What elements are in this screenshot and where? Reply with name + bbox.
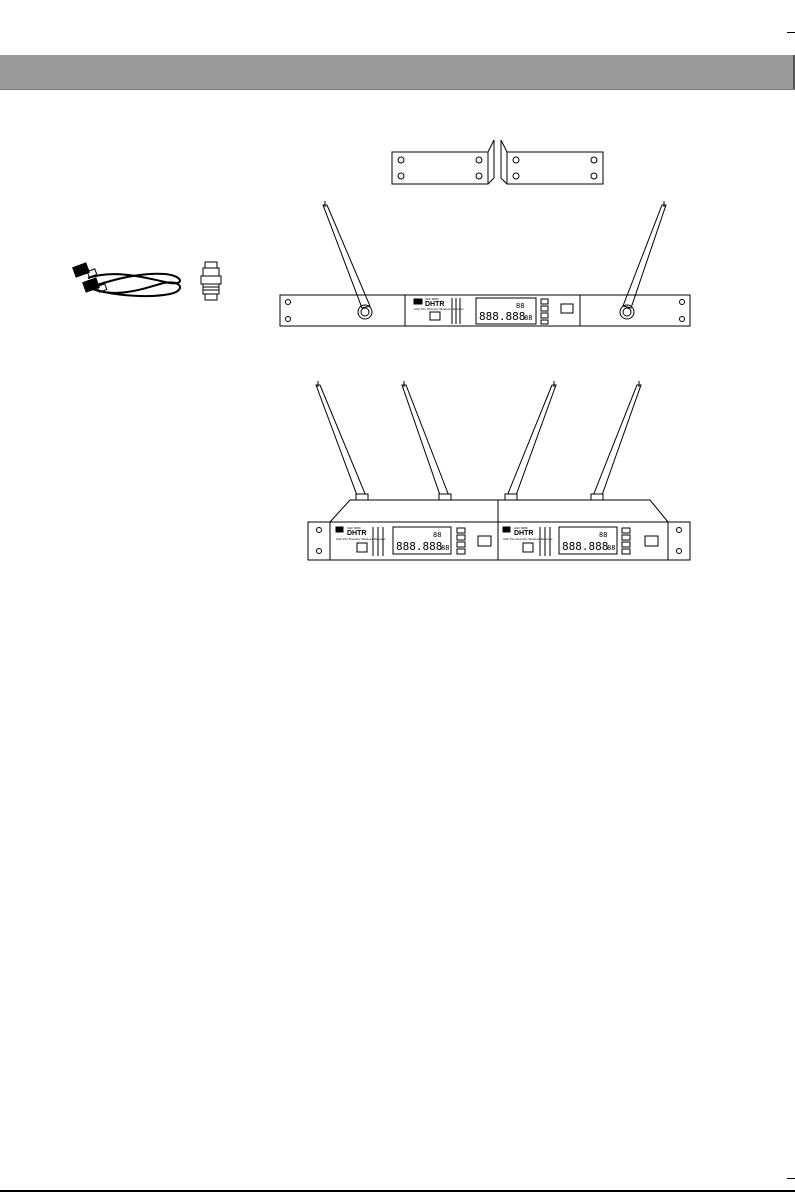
receiver-model: UHF 8080 xyxy=(514,526,528,530)
frequency-readout: 888.888 xyxy=(479,310,525,323)
bnc-adapter-icon xyxy=(201,262,221,300)
receiver-brand: DHTR xyxy=(514,530,533,537)
group-readout: 88 xyxy=(607,544,615,552)
receiver-model: UHF 8080 xyxy=(347,526,361,530)
antenna-icon xyxy=(505,381,556,500)
channel-readout: 88 xyxy=(516,302,524,310)
xlr-cable-icon xyxy=(73,263,180,296)
receiver-model: UHF 8080 xyxy=(425,297,439,301)
dual-receiver: DHTR UHF 8080 UHF PLL Diversity Wireless… xyxy=(308,381,690,560)
channel-readout: 88 xyxy=(433,531,441,539)
channel-readout: 88 xyxy=(599,531,607,539)
antenna-icon xyxy=(323,201,372,319)
frequency-readout: 888.888 xyxy=(562,540,608,553)
antenna-icon xyxy=(402,381,451,500)
antenna-icon xyxy=(316,381,368,500)
group-readout: 88 xyxy=(524,314,532,322)
single-receiver: DHTR UHF 8080 UHF PLL Diversity Wireless… xyxy=(280,201,690,326)
frequency-readout: 888.888 xyxy=(396,540,442,553)
group-readout: 88 xyxy=(441,544,449,552)
rack-bracket-icon xyxy=(392,140,603,184)
antenna-icon xyxy=(620,201,666,319)
receiver-brand: DHTR xyxy=(347,530,366,537)
antenna-icon xyxy=(591,381,641,500)
